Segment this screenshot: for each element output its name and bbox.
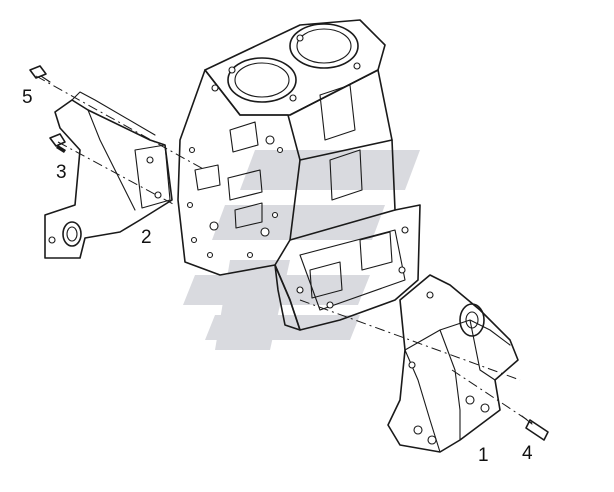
bolt-5 xyxy=(29,65,51,83)
callout-5: 5 xyxy=(22,87,33,108)
centre-lines xyxy=(35,75,536,426)
right-mounting-bracket xyxy=(387,274,519,453)
left-mounting-bracket xyxy=(44,91,173,259)
bolt-3 xyxy=(49,133,66,153)
callout-1: 1 xyxy=(478,445,489,466)
bolt-4 xyxy=(521,415,549,441)
engine-block xyxy=(177,19,421,331)
callout-3: 3 xyxy=(56,162,67,183)
watermark-logo xyxy=(183,150,420,350)
callout-2: 2 xyxy=(141,227,152,248)
callout-4: 4 xyxy=(522,443,533,464)
